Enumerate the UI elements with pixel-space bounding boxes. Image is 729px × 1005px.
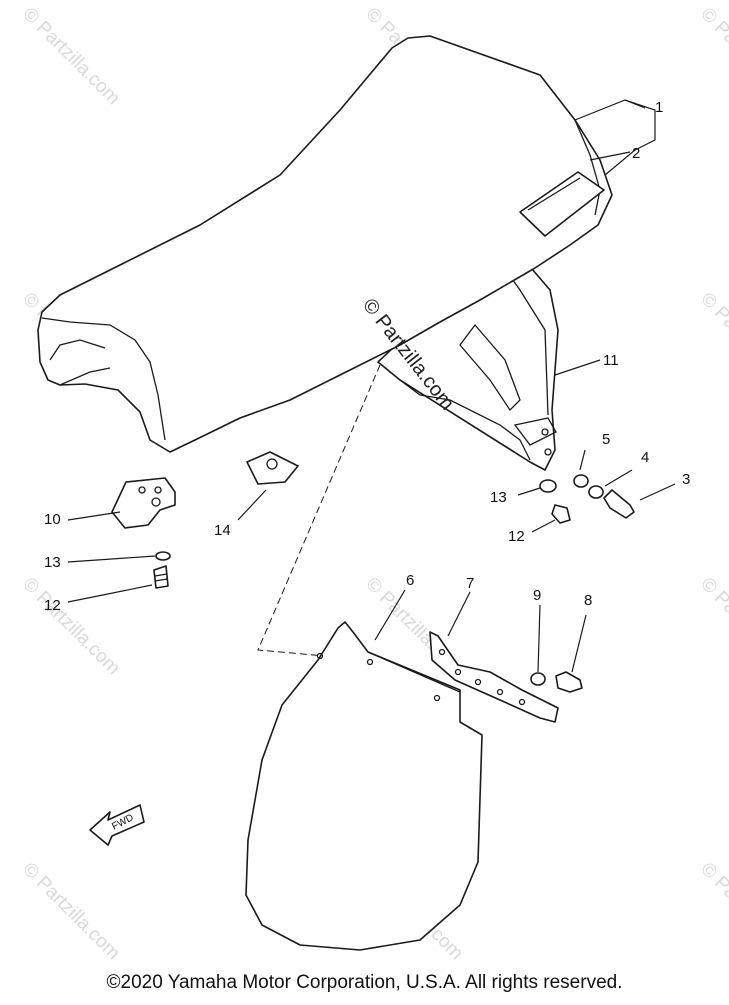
watermark: © Partzilla.com xyxy=(696,574,729,679)
bolt-right xyxy=(551,504,571,524)
watermark: © Partzilla.com xyxy=(696,859,729,964)
screw-8 xyxy=(555,671,583,693)
callout-2: 2 xyxy=(632,145,640,162)
callout-12-left: 12 xyxy=(44,597,61,614)
mud-flap xyxy=(245,621,483,951)
washer-left xyxy=(155,551,171,561)
callout-13-left: 13 xyxy=(44,554,61,571)
forward-arrow-icon: FWD xyxy=(89,804,145,846)
watermark: © Partzilla.com xyxy=(18,859,123,964)
seat-emblem xyxy=(519,171,605,237)
bolt-3 xyxy=(603,489,635,519)
bolt-left xyxy=(153,565,169,589)
callout-9: 9 xyxy=(533,587,541,604)
callout-12-right: 12 xyxy=(508,528,525,545)
washer-right xyxy=(539,479,557,493)
callout-10: 10 xyxy=(44,511,61,528)
assembly-line xyxy=(257,364,381,661)
watermark: © Partzilla.com xyxy=(696,4,729,109)
callout-8: 8 xyxy=(584,592,592,609)
callout-3: 3 xyxy=(682,471,690,488)
callouts: 1 2 11 5 4 3 13 12 10 14 13 12 6 7 9 8 xyxy=(44,99,690,614)
flap-strap xyxy=(429,631,559,723)
callout-6: 6 xyxy=(406,572,414,589)
copyright-notice: ©2020 Yamaha Motor Corporation, U.S.A. A… xyxy=(106,972,623,993)
callout-14: 14 xyxy=(214,522,231,539)
callout-11: 11 xyxy=(603,352,619,369)
washer-4 xyxy=(588,485,604,499)
callout-5: 5 xyxy=(602,431,610,448)
watermark: © Partzilla.com xyxy=(696,289,729,394)
washer-9 xyxy=(530,672,546,686)
watermark: © Partzilla.com xyxy=(18,574,123,679)
callout-4: 4 xyxy=(641,449,649,466)
seat-bracket xyxy=(111,477,176,529)
washer-5 xyxy=(573,474,589,488)
leader-lines xyxy=(67,99,676,673)
callout-13-right: 13 xyxy=(490,489,507,506)
seat xyxy=(37,35,613,453)
damper-pad xyxy=(246,451,299,485)
callout-7: 7 xyxy=(466,575,474,592)
callout-1: 1 xyxy=(655,99,663,116)
watermark: © Partzilla.com xyxy=(18,4,123,109)
